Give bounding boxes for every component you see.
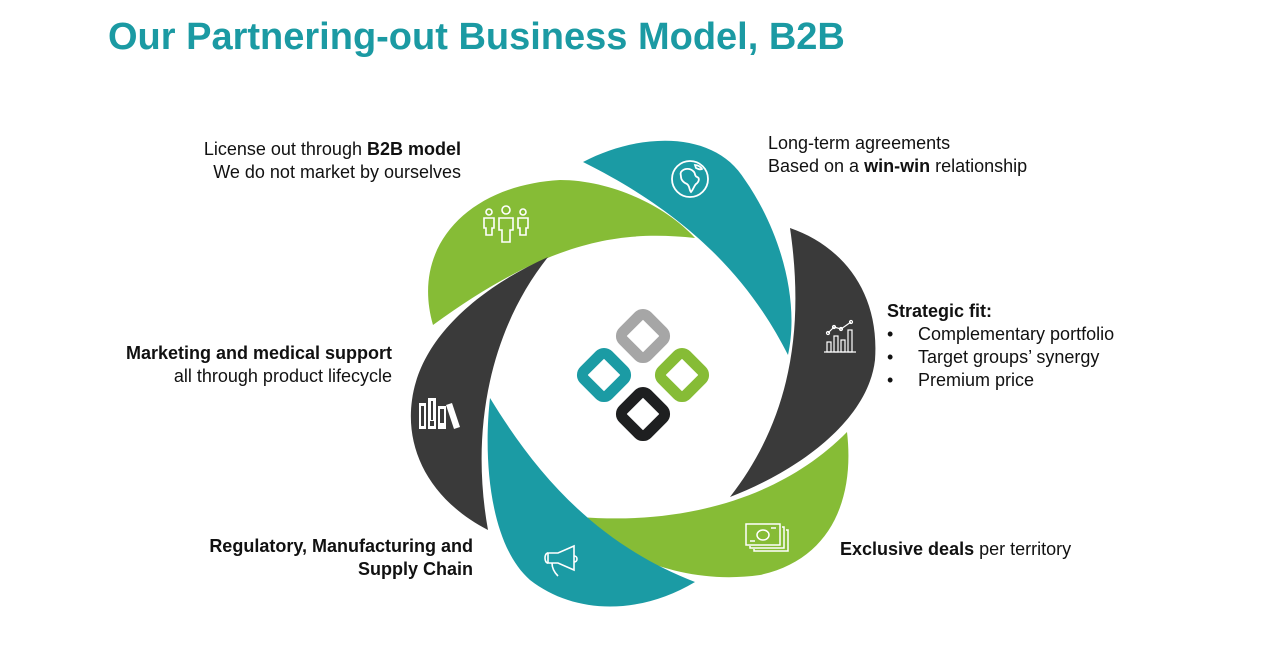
petal-agreements (583, 140, 792, 355)
books-icon (419, 398, 460, 429)
page-title: Our Partnering-out Business Model, B2B (108, 16, 845, 58)
globe-icon (671, 160, 709, 198)
logo-tile-teal (576, 347, 632, 403)
strategic-fit-item: Complementary portfolio (887, 323, 1114, 346)
label-marketing-line-1: Marketing and medical support (125, 343, 392, 363)
logo-tile-black (615, 386, 671, 442)
petal-b2b (428, 180, 695, 325)
strategic-fit-item: Target groups’ synergy (887, 346, 1114, 369)
logo-tile-gray (615, 308, 671, 364)
label-marketing-line-2: all through product lifecycle (173, 366, 392, 386)
label-strategic-fit: Strategic fit: Complementary portfolio T… (887, 300, 1114, 392)
logo-tile-green (654, 347, 710, 403)
label-regulatory-line-2: Supply Chain (357, 559, 473, 579)
label-regulatory: Regulatory, Manufacturing and Supply Cha… (140, 535, 473, 581)
label-b2b-line-2: We do not market by ourselves (213, 162, 461, 182)
label-marketing: Marketing and medical support all throug… (60, 342, 392, 388)
megaphone-icon (544, 544, 578, 577)
four-diamonds-logo (576, 308, 710, 442)
growth-chart-icon (824, 319, 856, 353)
label-agreements: Long-term agreements Based on a win-win … (768, 132, 1027, 178)
petal-exclusive (580, 432, 849, 578)
strategic-fit-heading: Strategic fit: (887, 301, 993, 321)
label-agreements-line-2: Based on a win-win relationship (768, 156, 1028, 176)
label-agreements-line-1: Long-term agreements (768, 133, 951, 153)
label-b2b-line-1: License out through B2B model (203, 139, 461, 159)
petal-regulatory (487, 398, 695, 607)
label-exclusive: Exclusive deals per territory (840, 539, 1072, 559)
people-group-icon (483, 205, 529, 243)
banknotes-icon (745, 523, 789, 552)
label-b2b: License out through B2B model We do not … (140, 138, 461, 184)
label-regulatory-line-1: Regulatory, Manufacturing and (209, 536, 473, 556)
petal-strategic-fit (730, 228, 876, 497)
strategic-fit-item: Premium price (887, 369, 1114, 392)
strategic-fit-list: Complementary portfolio Target groups’ s… (887, 323, 1114, 392)
petal-marketing (410, 257, 548, 530)
